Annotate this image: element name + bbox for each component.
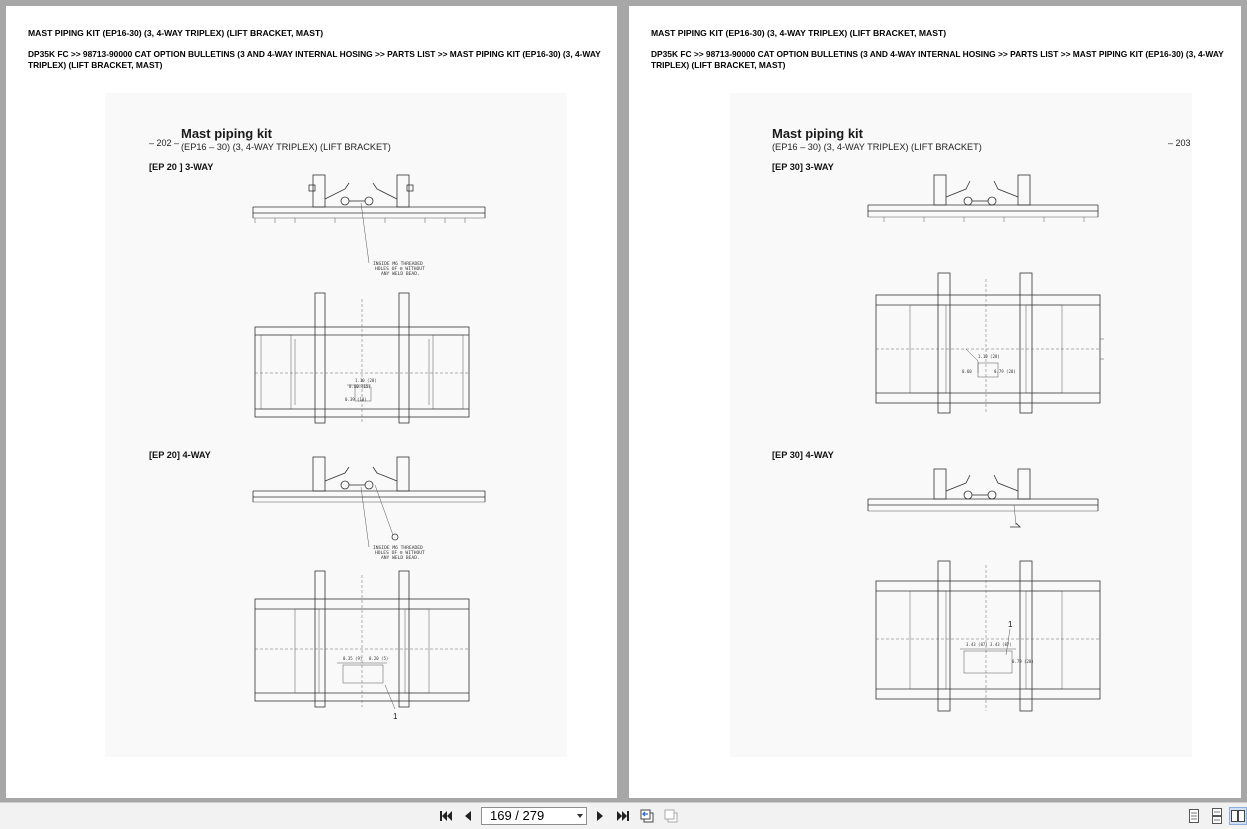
dim-label-b: 0.60 xyxy=(962,369,972,374)
first-page-button[interactable] xyxy=(437,807,455,825)
scan-subtitle: (EP16 – 30) (3, 4-WAY TRIPLEX) (LIFT BRA… xyxy=(772,142,982,152)
next-page-icon xyxy=(597,811,603,821)
single-page-view-icon xyxy=(1189,809,1199,823)
document-page-right: MAST PIPING KIT (EP16-30) (3, 4-WAY TRIP… xyxy=(629,6,1241,798)
go-back-icon xyxy=(640,809,654,823)
continuous-view-icon xyxy=(1212,808,1222,824)
callout-number-1: 1 xyxy=(1008,620,1013,629)
section-heading-4way: [EP 20] 4-WAY xyxy=(149,450,211,460)
drawing-3way-front-view: 1.10 (28) 0.60 (15) 0.39 (10) xyxy=(254,292,470,424)
drawing-3way-side-view xyxy=(867,174,1099,222)
drawing-4way-side-view xyxy=(867,468,1099,528)
next-page-button[interactable] xyxy=(591,807,609,825)
weld-note-line2: HOLES OF ® WITHOUT xyxy=(375,266,425,272)
section-heading-3way: [EP 20 ] 3-WAY xyxy=(149,162,214,172)
page-breadcrumb: DP35K FC >> 98713-90000 CAT OPTION BULLE… xyxy=(651,49,1224,70)
section-heading-3way: [EP 30] 3-WAY xyxy=(772,162,834,172)
two-page-view-icon xyxy=(1231,810,1245,822)
document-page-left: MAST PIPING KIT (EP16-30) (3, 4-WAY TRIP… xyxy=(6,6,617,798)
go-back-button[interactable] xyxy=(638,807,656,825)
scan-title: Mast piping kit xyxy=(772,126,863,141)
scan-subtitle: (EP16 – 30) (3, 4-WAY TRIPLEX) (LIFT BRA… xyxy=(181,142,391,152)
go-forward-button[interactable] xyxy=(662,807,680,825)
page-breadcrumb: DP35K FC >> 98713-90000 CAT OPTION BULLE… xyxy=(28,49,601,70)
callout-number-1: 1 xyxy=(393,712,398,721)
page-header-title: MAST PIPING KIT (EP16-30) (3, 4-WAY TRIP… xyxy=(651,28,947,38)
dim-label-a: 1.10 (28) xyxy=(355,378,377,383)
go-forward-icon xyxy=(664,809,678,823)
svg-text:3.43 (87): 3.43 (87) xyxy=(990,642,1012,647)
last-page-icon xyxy=(617,811,629,821)
weld-note-line3: ANY WELD BEAD. xyxy=(381,271,420,277)
single-page-view-button[interactable] xyxy=(1185,807,1203,825)
dim-label-a: 1.10 (28) xyxy=(978,354,1000,359)
dim-label-e: 0.79 (20) xyxy=(1012,659,1034,664)
previous-page-button[interactable] xyxy=(459,807,477,825)
svg-text:ANY WELD BEAD.: ANY WELD BEAD. xyxy=(381,555,420,561)
page-number-select[interactable]: 169 / 279 xyxy=(481,807,587,825)
last-page-button[interactable] xyxy=(614,807,632,825)
dim-label-c: 0.39 (10) xyxy=(345,397,367,402)
scanned-drawing-sheet: Mast piping kit (EP16 – 30) (3, 4-WAY TR… xyxy=(730,93,1192,757)
dim-label-c: 0.79 (20) xyxy=(994,369,1016,374)
two-page-view-button[interactable] xyxy=(1229,807,1247,825)
page-indicator: 169 / 279 xyxy=(490,808,545,823)
section-heading-4way: [EP 30] 4-WAY xyxy=(772,450,834,460)
drawing-3way-front-view: 1.10 (28) 0.60 0.79 (20) xyxy=(875,272,1104,414)
svg-text:HOLES OF ® WITHOUT: HOLES OF ® WITHOUT xyxy=(375,550,425,556)
drawing-3way-side-view: INSIDE M6 THREADED HOLES OF ® WITHOUT AN… xyxy=(252,174,486,277)
chevron-down-icon xyxy=(577,814,583,818)
drawing-4way-front-view: 3.43 (87) 3.43 (87) 0.79 (20) 1 xyxy=(875,560,1101,712)
page-header-title: MAST PIPING KIT (EP16-30) (3, 4-WAY TRIP… xyxy=(28,28,324,38)
drawing-4way-front-view: 0.35 (9) 0.20 (5) 1 xyxy=(254,570,470,721)
svg-text:0.20 (5): 0.20 (5) xyxy=(369,656,388,661)
weld-note-line1: INSIDE M6 THREADED xyxy=(373,261,423,267)
scan-page-number: – 202 – xyxy=(149,138,180,148)
dim-label-b: 0.60 (15) xyxy=(349,384,371,389)
dim-label-d: 0.35 (9) xyxy=(343,656,362,661)
first-page-icon xyxy=(440,811,452,821)
continuous-view-button[interactable] xyxy=(1208,807,1226,825)
svg-text:INSIDE M6 THREADED: INSIDE M6 THREADED xyxy=(373,545,423,551)
scanned-drawing-sheet: – 202 – Mast piping kit (EP16 – 30) (3, … xyxy=(105,93,567,757)
drawing-4way-side-view: INSIDE M6 THREADED HOLES OF ® WITHOUT AN… xyxy=(252,456,486,561)
scan-page-number: – 203 xyxy=(1168,138,1191,148)
viewer-toolbar: 169 / 279 xyxy=(0,802,1247,829)
dim-label-d: 3.43 (87) xyxy=(966,642,988,647)
scan-title: Mast piping kit xyxy=(181,126,272,141)
previous-page-icon xyxy=(465,811,471,821)
